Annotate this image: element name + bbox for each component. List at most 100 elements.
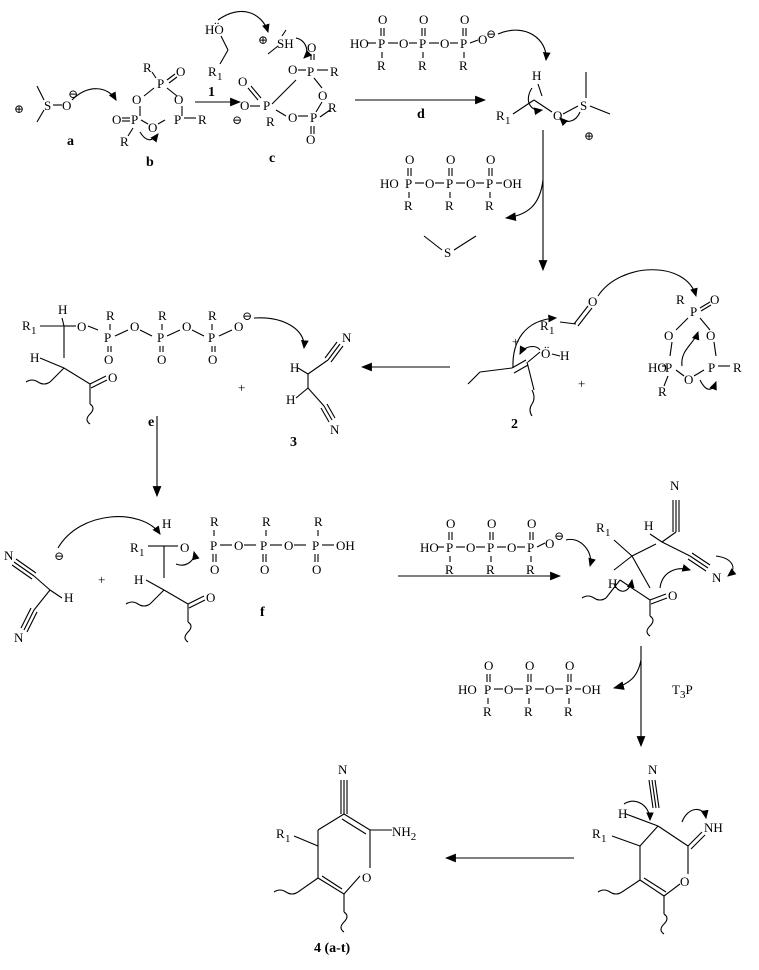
svg-text:⊖: ⊖	[54, 549, 64, 563]
compound-label-d: d	[417, 107, 425, 122]
svg-text:O: O	[484, 658, 493, 673]
svg-text:O: O	[108, 370, 117, 385]
curved-arrow	[57, 516, 161, 549]
step-label-1: 1	[208, 85, 215, 100]
svg-text:⊖: ⊖	[486, 27, 496, 41]
svg-text:R: R	[445, 198, 454, 213]
svg-text:O: O	[460, 12, 469, 27]
svg-text:O: O	[425, 176, 434, 191]
svg-text:P: P	[525, 682, 532, 697]
svg-text:R: R	[540, 318, 549, 333]
intermediate-c: HO .. R 1 ⊕ SH O P R O O P R O O P R	[205, 11, 339, 166]
svg-text:O: O	[507, 540, 516, 555]
svg-text:R: R	[459, 58, 468, 73]
svg-text:H: H	[608, 576, 617, 591]
svg-text:R: R	[526, 562, 535, 577]
svg-text:⊖: ⊖	[242, 309, 252, 323]
curved-arrow	[139, 131, 159, 143]
svg-text:HO: HO	[350, 36, 369, 51]
svg-text:O: O	[378, 12, 387, 27]
t3p-b: R P O O O O P O P R R b	[112, 60, 207, 170]
svg-text:..: ..	[544, 339, 550, 351]
svg-text:P: P	[210, 538, 217, 553]
curved-arrow	[623, 800, 654, 822]
oxygen-atom: O	[62, 98, 71, 113]
enol-2: O .. H 2 +	[467, 314, 569, 432]
dimethyl-sulfide: S	[423, 235, 477, 260]
aldehyde: O R 1	[540, 269, 698, 337]
svg-text:HO: HO	[648, 360, 667, 375]
curved-arrow	[699, 379, 717, 391]
svg-text:H: H	[286, 392, 295, 407]
svg-text:O: O	[706, 328, 715, 343]
curved-arrow	[295, 37, 313, 59]
svg-text:R: R	[210, 514, 219, 529]
svg-text:P: P	[405, 176, 412, 191]
compound-label-a: a	[67, 134, 74, 149]
svg-text:1: 1	[217, 71, 223, 83]
svg-text:R: R	[485, 198, 494, 213]
svg-text:R: R	[377, 58, 386, 73]
alkoxysulfonium: H R 1 O S ⊕	[496, 68, 611, 143]
svg-text:HO: HO	[380, 176, 399, 191]
svg-text:O: O	[130, 319, 139, 334]
svg-text:O: O	[504, 682, 513, 697]
svg-text:O: O	[176, 64, 185, 79]
svg-text:SH: SH	[277, 36, 294, 51]
svg-text:P: P	[708, 360, 715, 375]
svg-text:O: O	[307, 40, 316, 55]
svg-text:⊖: ⊖	[554, 529, 564, 543]
svg-text:H: H	[58, 302, 67, 317]
curved-arrow	[681, 330, 700, 367]
curved-arrow	[217, 11, 270, 34]
svg-text:P: P	[487, 540, 494, 555]
svg-text:R: R	[596, 520, 605, 535]
vertical-arrow-to-2	[504, 130, 548, 272]
svg-text:O: O	[541, 346, 550, 361]
svg-text:O: O	[312, 562, 321, 577]
svg-text:R: R	[208, 64, 217, 79]
compound-label-2: 2	[511, 417, 518, 432]
svg-text:R: R	[22, 318, 31, 333]
svg-text:R: R	[445, 562, 454, 577]
svg-text:R: R	[592, 826, 601, 841]
svg-text:1: 1	[505, 115, 511, 127]
imine-pyran: N H R 1 O NH	[592, 762, 723, 935]
curved-arrow	[527, 87, 544, 116]
svg-text:⊕: ⊕	[584, 129, 594, 143]
svg-text:R: R	[733, 360, 742, 375]
compound-label-3: 3	[290, 435, 297, 450]
t3p-ring-2: R P O O O HO P O P R R	[648, 292, 742, 399]
triphosphate-anion-2: HO P O R O P O R O P O R O ⊖	[420, 516, 596, 577]
svg-text:R: R	[496, 108, 505, 123]
svg-text:O: O	[664, 328, 673, 343]
svg-text:P: P	[527, 540, 534, 555]
compound-label-4: 4 (a-t)	[314, 941, 350, 956]
svg-text:P: P	[378, 36, 385, 51]
svg-text:O: O	[565, 658, 574, 673]
triphosphoric-acid-byproduct-1: HO P O R O P O R O P O R OH	[380, 152, 522, 213]
svg-text:P: P	[307, 64, 314, 79]
svg-text:N: N	[670, 478, 680, 493]
svg-text:N: N	[342, 330, 352, 345]
reaction-arrow-d: d	[355, 95, 487, 122]
svg-text:O: O	[478, 32, 487, 47]
svg-text:P: P	[157, 76, 164, 91]
svg-text:R: R	[130, 540, 139, 555]
reagent-t3p: T3P	[672, 682, 693, 701]
svg-text:H: H	[134, 572, 143, 587]
svg-text:1: 1	[601, 833, 607, 845]
svg-text:S: S	[444, 245, 451, 260]
svg-text:1: 1	[549, 325, 555, 337]
svg-text:O: O	[208, 352, 217, 367]
svg-text:O: O	[238, 74, 247, 89]
svg-text:⊕: ⊕	[258, 33, 268, 47]
svg-text:O: O	[399, 36, 408, 51]
svg-text:O: O	[545, 682, 554, 697]
svg-text:O: O	[486, 152, 495, 167]
svg-text:H: H	[532, 68, 541, 83]
dmso-a: ⊕ S O ⊖ a	[14, 85, 117, 149]
curved-arrow	[512, 314, 558, 369]
svg-text:O: O	[440, 36, 449, 51]
svg-text:N: N	[712, 570, 722, 585]
